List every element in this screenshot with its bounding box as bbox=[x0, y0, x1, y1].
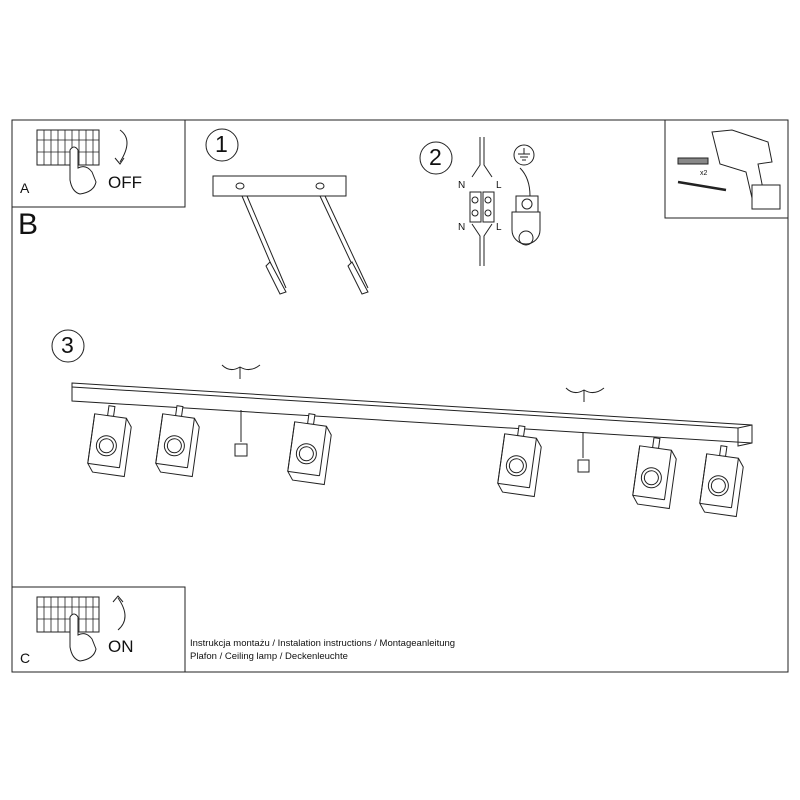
breaker-panel-icon bbox=[36, 596, 100, 662]
step-3-number: 3 bbox=[61, 332, 74, 358]
mounting-bracket bbox=[212, 175, 347, 197]
step-b-letter: B bbox=[18, 208, 39, 241]
tools-box bbox=[664, 119, 789, 219]
live-label-top: L bbox=[496, 180, 502, 191]
step-1-number: 1 bbox=[215, 131, 228, 157]
box-a bbox=[11, 119, 186, 208]
box-c bbox=[11, 586, 186, 673]
spot-lamp bbox=[497, 425, 542, 498]
on-label: ON bbox=[108, 637, 134, 656]
quantity-label: x2 bbox=[700, 170, 708, 177]
spot-lamp bbox=[155, 405, 200, 478]
outer-frame bbox=[11, 119, 789, 673]
screw-anchor-icon bbox=[319, 195, 369, 295]
step-1-circle bbox=[205, 128, 239, 162]
bracket-hole bbox=[315, 182, 325, 190]
ceiling-bar bbox=[71, 382, 753, 447]
step-3-circle bbox=[51, 329, 85, 363]
spot-lamp bbox=[287, 413, 332, 486]
step-a-letter: A bbox=[20, 180, 30, 196]
caption-line-2: Plafon / Ceiling lamp / Deckenleuchte bbox=[190, 651, 348, 662]
bracket-hole bbox=[235, 182, 245, 190]
screw-anchor-icon bbox=[241, 195, 287, 295]
screw-icon bbox=[677, 180, 727, 192]
wall-plug-icon bbox=[677, 157, 709, 165]
live-label-bottom: L bbox=[496, 222, 502, 233]
breaker-panel-icon bbox=[36, 129, 100, 195]
mounting-clip-icon bbox=[221, 364, 605, 402]
caption-line-1: Instrukcja montażu / Instalation instruc… bbox=[190, 638, 456, 649]
step-2-circle bbox=[419, 141, 453, 175]
spot-lamp bbox=[87, 405, 132, 478]
spot-lamp bbox=[699, 445, 744, 518]
arrow-up-icon bbox=[117, 597, 126, 631]
mounting-screw-icon bbox=[234, 410, 590, 473]
step-c-letter: C bbox=[20, 650, 31, 666]
off-label: OFF bbox=[108, 173, 142, 192]
neutral-label-bottom: N bbox=[458, 222, 466, 233]
drill-icon bbox=[711, 129, 781, 210]
arrow-head bbox=[112, 595, 124, 603]
arrow-down-icon bbox=[119, 129, 128, 163]
terminal-block-icon bbox=[469, 137, 495, 266]
spot-lamp bbox=[632, 437, 677, 510]
neutral-label-top: N bbox=[458, 180, 466, 191]
step-2-number: 2 bbox=[429, 144, 442, 170]
ground-terminal-icon bbox=[511, 144, 541, 246]
arrow-head bbox=[114, 157, 125, 165]
